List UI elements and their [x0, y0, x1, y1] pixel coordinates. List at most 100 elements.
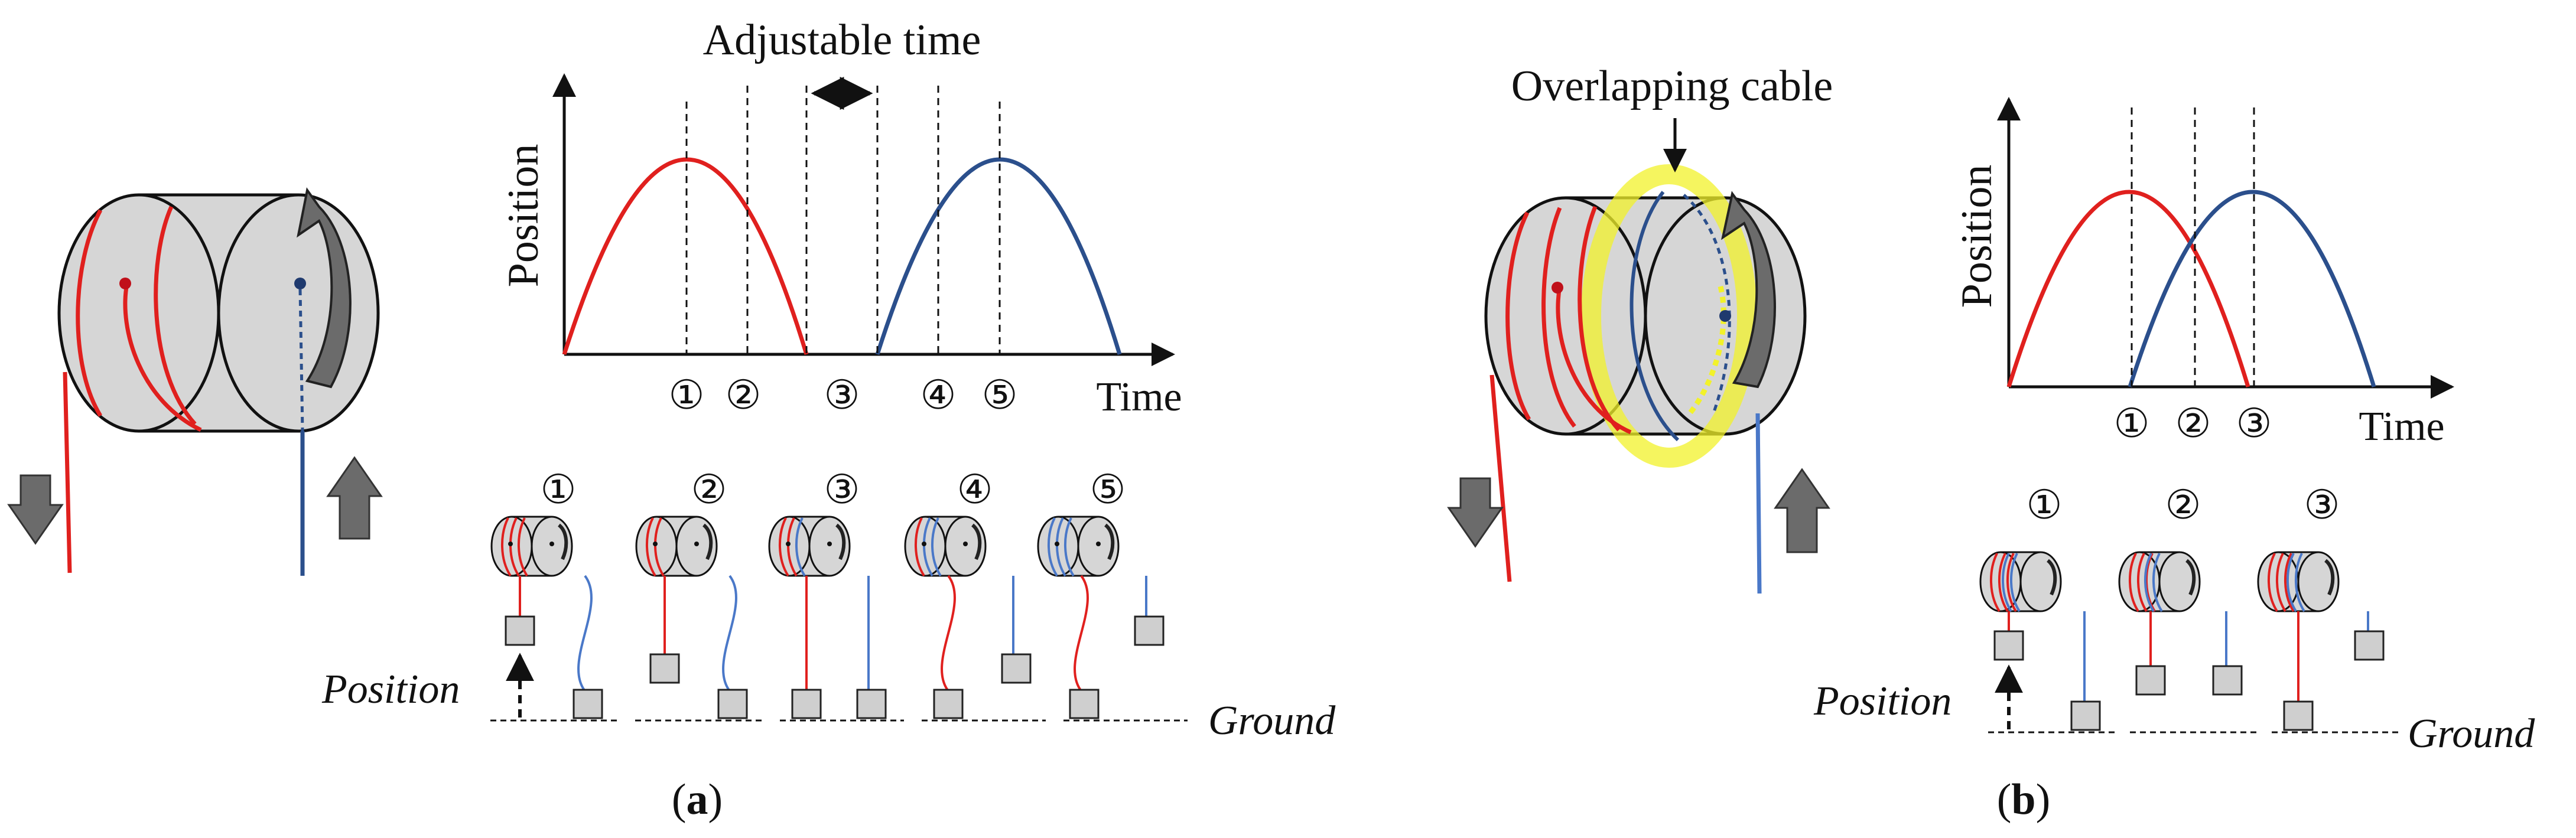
- ground-label-b: Ground: [2408, 711, 2535, 757]
- drum-face-front: [2158, 551, 2201, 612]
- blue-curve-b: [2128, 190, 2376, 388]
- y-axis-label: Position: [499, 144, 548, 288]
- cable-wrap: [2144, 553, 2155, 612]
- drum-large-b: [1484, 164, 1807, 594]
- cable-wrap: [2284, 553, 2295, 612]
- stage-label-3: ③: [824, 467, 860, 512]
- stage-label-b-3: ③: [2304, 482, 2340, 527]
- overlapping-cable-label: Overlapping cable: [1511, 62, 1833, 110]
- cable-wrap: [786, 517, 798, 577]
- drum-face-back: [635, 516, 678, 577]
- cable-wrap: [2128, 553, 2139, 612]
- position-label-b: Position: [1813, 679, 1951, 724]
- slack-cable: [941, 575, 956, 692]
- small-rotation-arrow-icon: [2324, 559, 2335, 596]
- cable-wrap: [500, 517, 512, 577]
- cable-wrap: [2275, 553, 2286, 612]
- weight-block: [2354, 630, 2385, 661]
- cable-wrap: [795, 517, 806, 577]
- cable-wrap: [2294, 553, 2305, 612]
- up-arrow-icon: [326, 456, 383, 540]
- axis-marker-4: ④: [921, 373, 957, 418]
- stage-drum-b-1: [1979, 551, 2062, 612]
- weight-block: [505, 615, 535, 646]
- axis-marker-b-3: ③: [2236, 401, 2272, 446]
- drum-pin: [549, 542, 554, 546]
- cable-wrap: [1055, 517, 1066, 577]
- stage-label-4: ④: [957, 467, 993, 512]
- slack-cable: [577, 575, 593, 692]
- small-rotation-arrow-icon: [1104, 523, 1115, 560]
- drum-pin: [653, 542, 658, 546]
- weight-block: [791, 689, 822, 719]
- drum-face-back: [904, 516, 947, 577]
- small-rotation-arrow-icon: [971, 523, 982, 560]
- cable-wrap: [2009, 553, 2021, 612]
- weight-block: [1001, 653, 1032, 684]
- drum-pin: [786, 542, 791, 546]
- drum-pin: [963, 542, 968, 546]
- weight-block: [717, 689, 748, 719]
- cable-wrap: [922, 517, 934, 577]
- weight-block: [933, 689, 964, 719]
- cable-wrap: [2267, 553, 2278, 612]
- drum-pin: [1096, 542, 1101, 546]
- down-arrow-icon-b: [1447, 477, 1504, 548]
- weight-block: [2070, 700, 2101, 731]
- drum-face-front: [2297, 551, 2340, 612]
- weight-block: [1069, 689, 1100, 719]
- x-axis-label: Time: [1096, 374, 1182, 420]
- adjustable-time-label: Adjustable time: [703, 16, 981, 64]
- x-axis-label-b: Time: [2359, 404, 2444, 449]
- drum-face-back: [1037, 516, 1079, 577]
- small-rotation-arrow-icon: [702, 523, 713, 560]
- red-curve: [562, 157, 809, 356]
- stage-label-5: ⑤: [1090, 467, 1126, 512]
- drum-pin: [694, 542, 699, 546]
- stage-drum-b-3: [2257, 551, 2340, 612]
- drum-pin: [1055, 542, 1059, 546]
- weight-block: [2135, 665, 2166, 696]
- cable-wrap: [2286, 553, 2297, 612]
- axis-marker-2: ②: [726, 373, 762, 418]
- weight-block: [649, 653, 680, 684]
- weight-block: [2283, 700, 2314, 731]
- drum-pin: [508, 542, 513, 546]
- cable-wrap: [2001, 553, 2012, 612]
- weight-block: [1993, 630, 2024, 661]
- chart-a: Adjustable time Position Time ① ② ③ ④ ⑤: [499, 16, 1182, 420]
- small-rotation-arrow-icon: [835, 523, 846, 560]
- weight-block: [573, 689, 603, 719]
- cable-wrap: [517, 517, 528, 577]
- stage-drum-a-2: [635, 516, 718, 577]
- cable-wrap: [2136, 553, 2148, 612]
- panel-b: Overlapping cable Position Time ① ② ③ ① …: [1447, 62, 2535, 824]
- weight-block: [1134, 615, 1165, 646]
- small-rotation-arrow-icon: [2185, 559, 2196, 596]
- stage-drum-b-2: [2118, 551, 2201, 612]
- weight-block: [2212, 665, 2243, 696]
- rotation-arrow-icon-b: [1721, 191, 1776, 389]
- drum-face-front: [2019, 551, 2062, 612]
- cable-wrap: [1063, 517, 1075, 577]
- cable-wrap: [2006, 553, 2017, 612]
- axis-marker-5: ⑤: [982, 373, 1018, 418]
- chart-b: Position Time ① ② ③: [1953, 97, 2454, 449]
- caption-b: (b): [1997, 775, 2050, 824]
- cable-wrap: [1047, 517, 1058, 577]
- overlap-highlight: [1581, 164, 1757, 468]
- slack-cable: [722, 575, 737, 692]
- rotation-arrow-icon: [297, 187, 352, 389]
- cable-wrap: [1989, 553, 2001, 612]
- cable-wrap: [914, 517, 925, 577]
- stage-label-b-1: ①: [2027, 482, 2063, 527]
- small-rotation-arrow-icon: [557, 523, 568, 560]
- cable-wrap: [2152, 553, 2163, 612]
- blue-curve: [875, 157, 1122, 356]
- stages-b: [1979, 551, 2385, 731]
- cable-wrap: [653, 517, 665, 577]
- drum-face-back: [768, 516, 811, 577]
- drum-pin: [827, 542, 832, 546]
- drum-large-a: [57, 187, 380, 576]
- drum-face-back: [490, 516, 533, 577]
